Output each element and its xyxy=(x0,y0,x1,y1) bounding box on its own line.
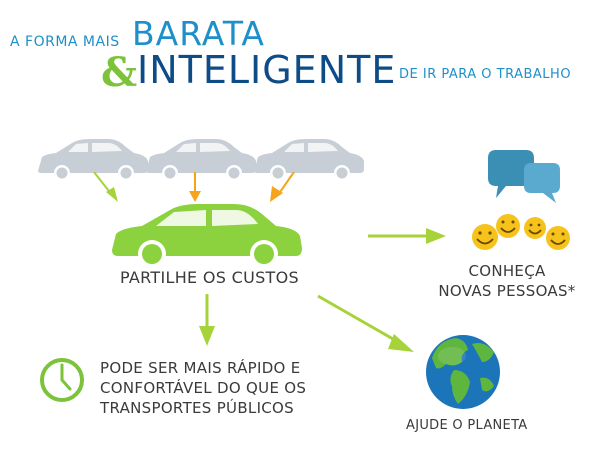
smiley-icon-1 xyxy=(472,224,498,250)
faster-line-2: CONFORTÁVEL DO QUE OS xyxy=(100,379,307,397)
arrow-icon-to-planet xyxy=(317,294,414,352)
smiley-icon-4 xyxy=(546,226,570,250)
faster-line-1: PODE SER MAIS RÁPIDO E xyxy=(100,359,301,377)
header-suffix: DE IR PARA O TRABALHO xyxy=(399,67,572,82)
meet-people-line-2: NOVAS PESSOAS* xyxy=(438,282,576,300)
smiley-icon-3 xyxy=(524,217,546,239)
smiley-icon-2 xyxy=(496,214,520,238)
header-word-inteligente: INTELIGENTE xyxy=(137,48,397,92)
share-costs-label: PARTILHE OS CUSTOS xyxy=(120,268,299,287)
speech-bubble-icon xyxy=(488,150,560,203)
clock-icon xyxy=(40,358,84,402)
faster-label: PODE SER MAIS RÁPIDO E CONFORTÁVEL DO QU… xyxy=(100,358,306,418)
arrow-icon-down xyxy=(199,294,215,346)
arrow-icon-middle xyxy=(189,172,201,202)
grey-car-icon-3 xyxy=(254,139,364,181)
arrow-icon-to-people xyxy=(368,228,446,244)
arrow-icon-right xyxy=(270,171,295,202)
globe-icon xyxy=(426,335,500,409)
green-car-icon xyxy=(112,204,302,268)
meet-people-line-1: CONHEÇA xyxy=(468,262,546,280)
header-ampersand: & xyxy=(101,49,138,96)
planet-label: AJUDE O PLANETA xyxy=(406,418,528,433)
header-word-barata: BARATA xyxy=(132,14,265,53)
faster-line-3: TRANSPORTES PÚBLICOS xyxy=(100,399,294,417)
grey-car-icon-1 xyxy=(38,139,148,181)
grey-car-icon-2 xyxy=(146,139,256,181)
meet-people-label: CONHEÇA NOVAS PESSOAS* xyxy=(436,261,578,301)
arrow-icon-left xyxy=(93,171,118,202)
header-prefix: A FORMA MAIS xyxy=(10,34,120,50)
